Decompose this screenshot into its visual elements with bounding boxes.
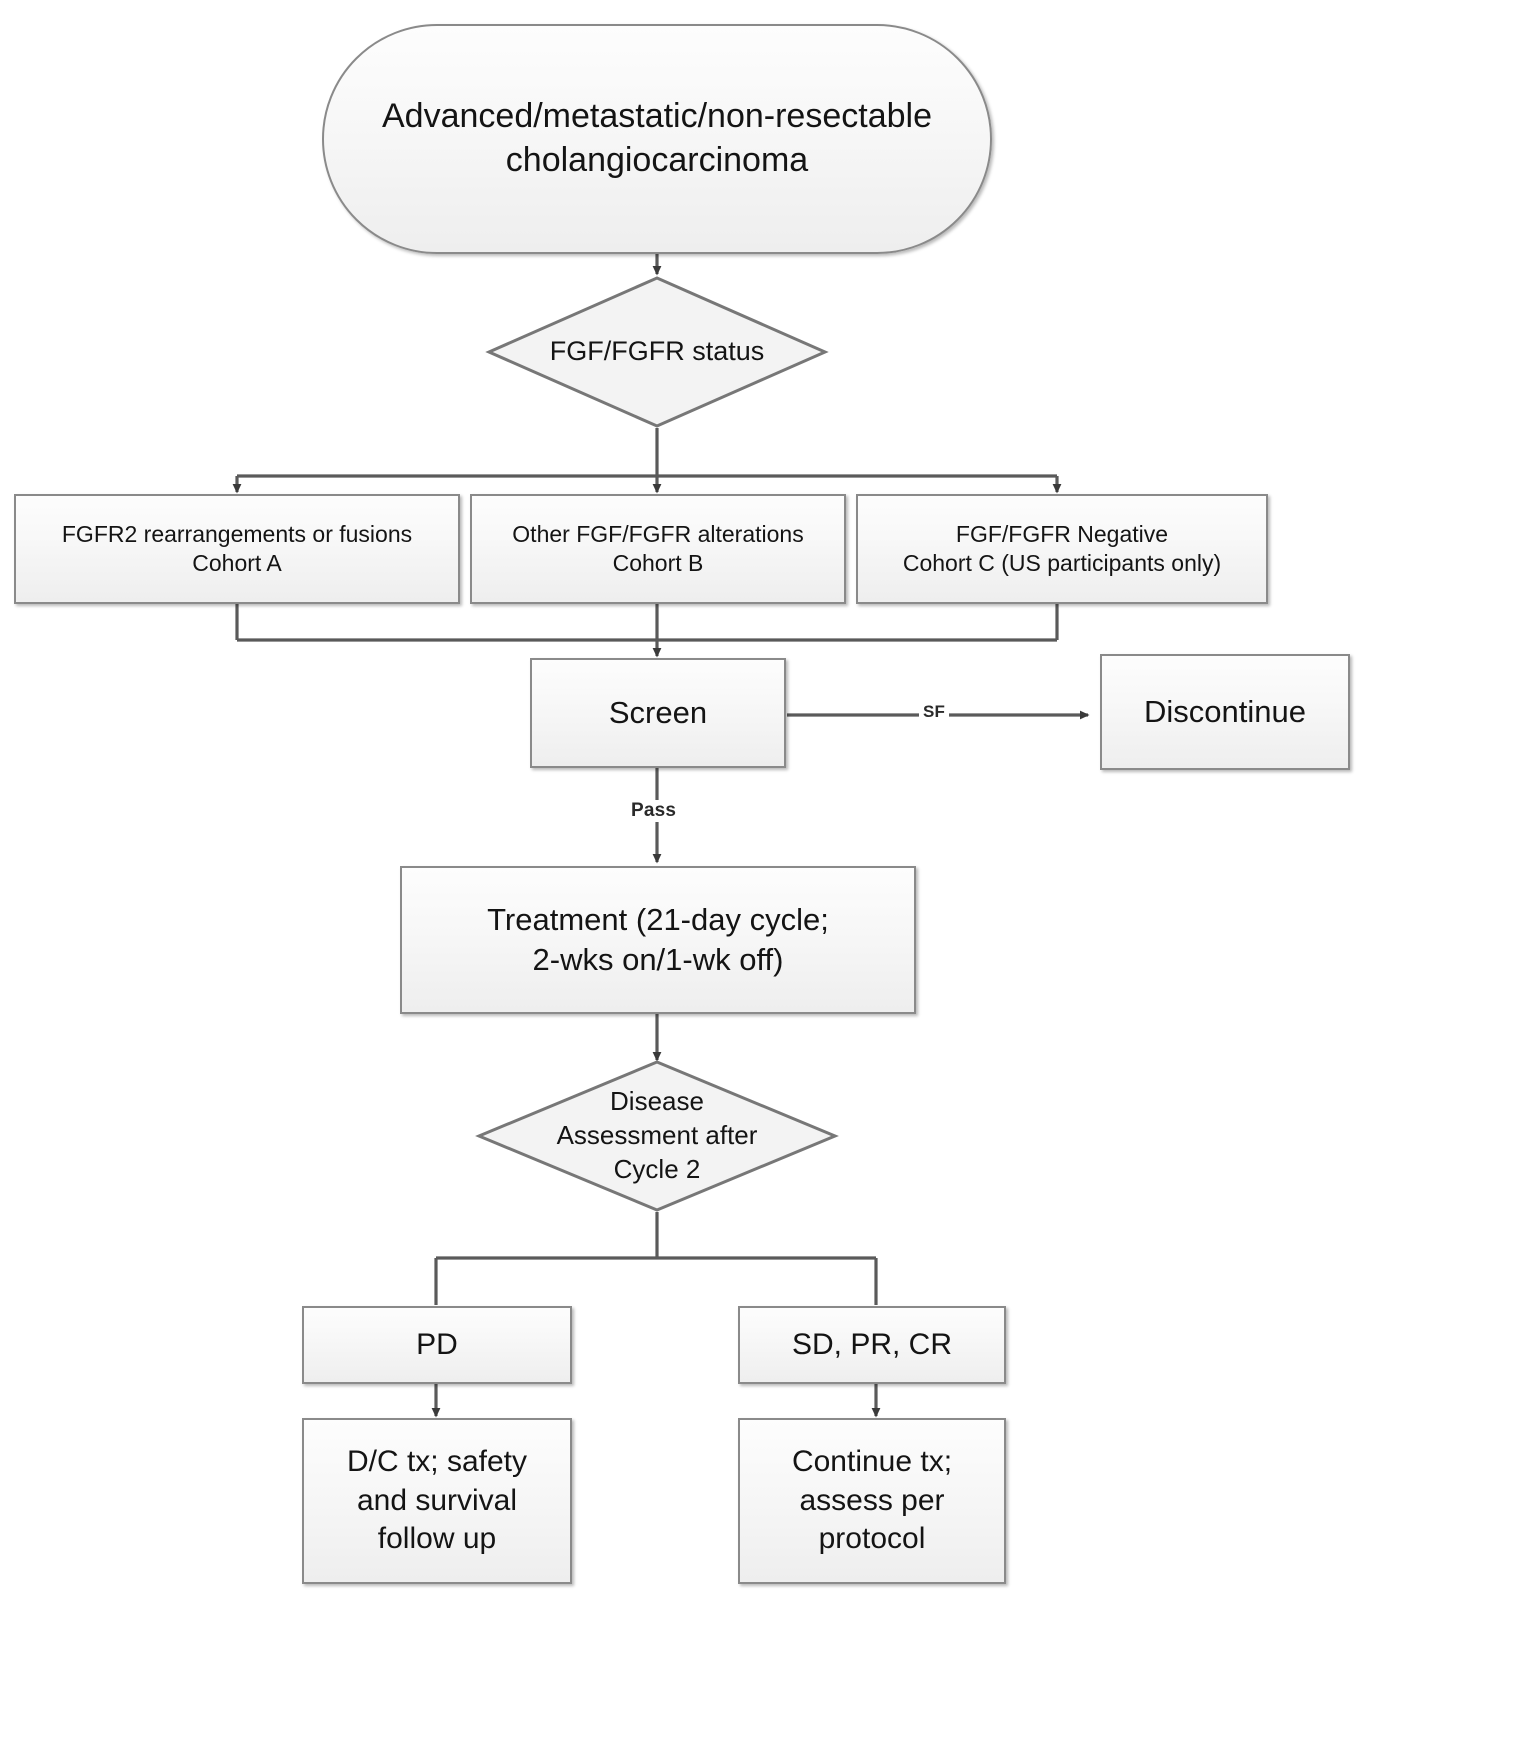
- node-fgf-status[interactable]: FGF/FGFR status: [485, 276, 829, 428]
- node-treatment[interactable]: Treatment (21-day cycle; 2-wks on/1-wk o…: [400, 866, 916, 1014]
- node-cohort-a-label: FGFR2 rearrangements or fusions Cohort A: [61, 520, 413, 576]
- node-sd-pr-cr[interactable]: SD, PR, CR: [738, 1306, 1006, 1384]
- node-disease-assessment-label: Disease Assessment after Cycle 2: [556, 1086, 758, 1184]
- node-population[interactable]: Advanced/metastatic/non-resectable chola…: [322, 24, 992, 254]
- node-screen[interactable]: Screen: [530, 658, 786, 768]
- node-cohort-a[interactable]: FGFR2 rearrangements or fusions Cohort A: [14, 494, 460, 604]
- edge-label-screen-pass: Pass: [627, 800, 681, 822]
- node-cohort-c[interactable]: FGF/FGFR Negative Cohort C (US participa…: [856, 494, 1268, 604]
- node-screen-label: Screen: [608, 695, 708, 731]
- node-cohort-b[interactable]: Other FGF/FGFR alterations Cohort B: [470, 494, 846, 604]
- node-pd[interactable]: PD: [302, 1306, 572, 1384]
- node-cohort-c-label: FGF/FGFR Negative Cohort C (US participa…: [902, 520, 1222, 576]
- node-population-label: Advanced/metastatic/non-resectable chola…: [382, 97, 932, 179]
- node-disease-assessment[interactable]: Disease Assessment after Cycle 2: [475, 1060, 839, 1212]
- node-dc-followup[interactable]: D/C tx; safety and survival follow up: [302, 1418, 572, 1584]
- edge-label-screen-fail: SF: [919, 702, 950, 722]
- node-treatment-label: Treatment (21-day cycle; 2-wks on/1-wk o…: [487, 902, 829, 977]
- node-sd-pr-cr-label: SD, PR, CR: [791, 1327, 953, 1361]
- node-dc-followup-label: D/C tx; safety and survival follow up: [346, 1445, 528, 1556]
- node-fgf-status-label: FGF/FGFR status: [549, 336, 765, 367]
- node-continue-tx[interactable]: Continue tx; assess per protocol: [738, 1418, 1006, 1584]
- node-continue-tx-label: Continue tx; assess per protocol: [791, 1445, 953, 1556]
- node-discontinue[interactable]: Discontinue: [1100, 654, 1350, 770]
- node-cohort-b-label: Other FGF/FGFR alterations Cohort B: [512, 520, 804, 576]
- node-discontinue-label: Discontinue: [1144, 694, 1306, 730]
- node-pd-label: PD: [416, 1327, 458, 1361]
